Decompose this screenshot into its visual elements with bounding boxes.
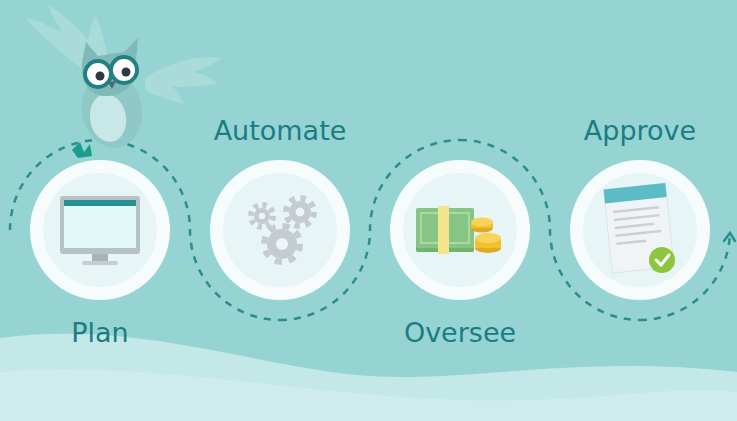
- circle-outline: [210, 160, 350, 300]
- arrow-head: [724, 233, 735, 241]
- step-label: Plan: [71, 317, 128, 349]
- circle-outline: [30, 160, 170, 300]
- circle-outline: [390, 160, 530, 300]
- step-label: Oversee: [404, 317, 516, 349]
- owl: [25, 5, 222, 158]
- step-label: Automate: [214, 115, 347, 147]
- step-label: Approve: [584, 115, 696, 147]
- circle-outline: [570, 160, 710, 300]
- step-circle: Approve: [570, 160, 710, 300]
- step-circle: Oversee: [390, 160, 530, 300]
- step-circle: Automate: [210, 160, 350, 300]
- step-circle: Plan: [30, 160, 170, 300]
- ground-wave-light: [0, 370, 737, 421]
